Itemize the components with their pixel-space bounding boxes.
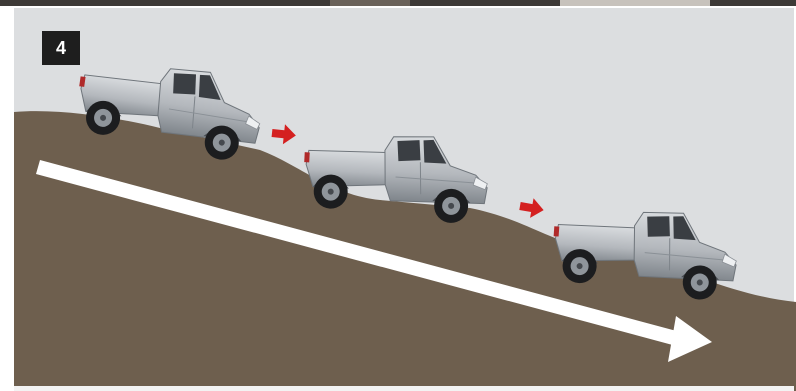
step-number-badge: 4 — [42, 31, 80, 65]
bottom-margin — [14, 386, 794, 391]
top-photo-strip-segment — [330, 0, 410, 6]
top-photo-strip-segment — [560, 0, 710, 6]
